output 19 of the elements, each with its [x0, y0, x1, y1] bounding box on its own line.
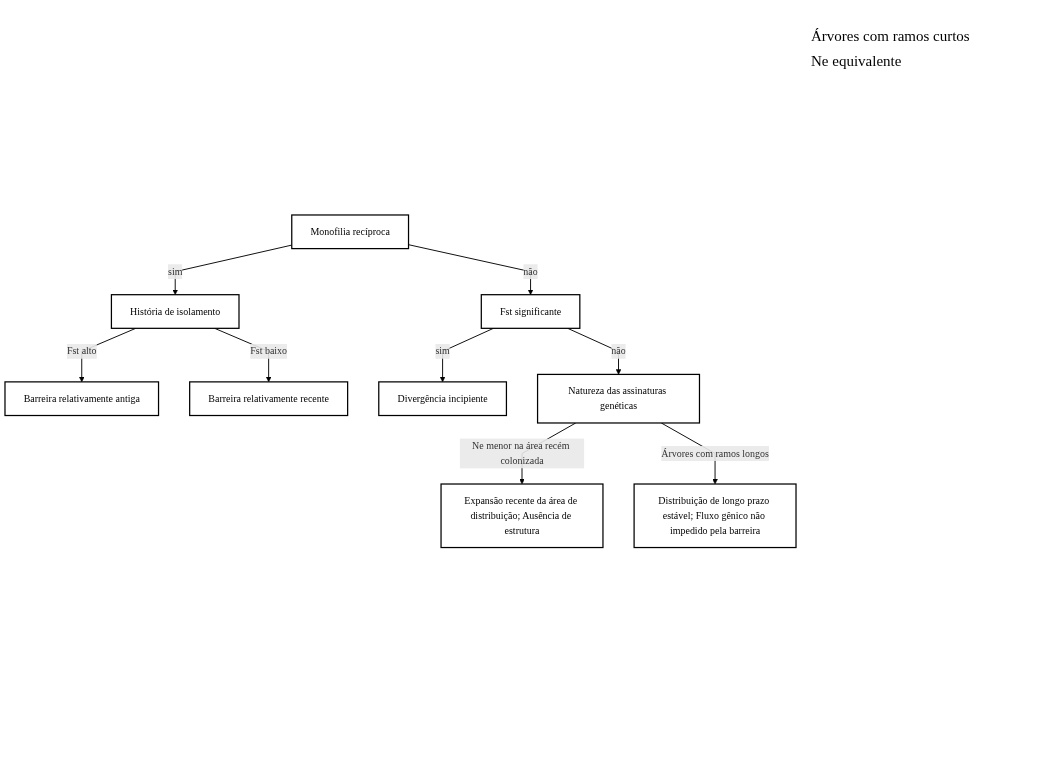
node-box: Barreira relativamente antiga: [4, 381, 160, 416]
node-box: Distribuição de longo prazo estável; Fluxo gênico não impedido pela barreira: [633, 483, 797, 548]
node-box: Natureza das assinaturas genéticas: [536, 373, 701, 424]
node-box: História de isolamento: [110, 293, 240, 329]
node-box: Divergência incipiente: [378, 381, 508, 416]
edge-label: não: [611, 345, 626, 357]
node-box: Monofilia recíproca: [291, 214, 410, 249]
node-box: Barreira relativamente recente: [189, 381, 349, 416]
edge-label: sim: [435, 345, 450, 357]
note-label: Árvores com ramos curtos: [811, 28, 971, 45]
edge-label: sim: [168, 265, 183, 277]
node-box: Fst significante: [480, 293, 581, 329]
edge-label: Fst baixo: [250, 345, 288, 357]
edge-label: Árvores com ramos longos: [661, 447, 769, 459]
edge-label: Ne menor na área recém colonizada: [472, 440, 570, 466]
edge-label: não: [523, 265, 538, 277]
edge-label: Fst alto: [66, 345, 97, 357]
node-box: Expansão recente da área de distribuição; Ausência de estrutura: [440, 483, 604, 548]
note-label: Ne equivalente: [811, 53, 903, 70]
